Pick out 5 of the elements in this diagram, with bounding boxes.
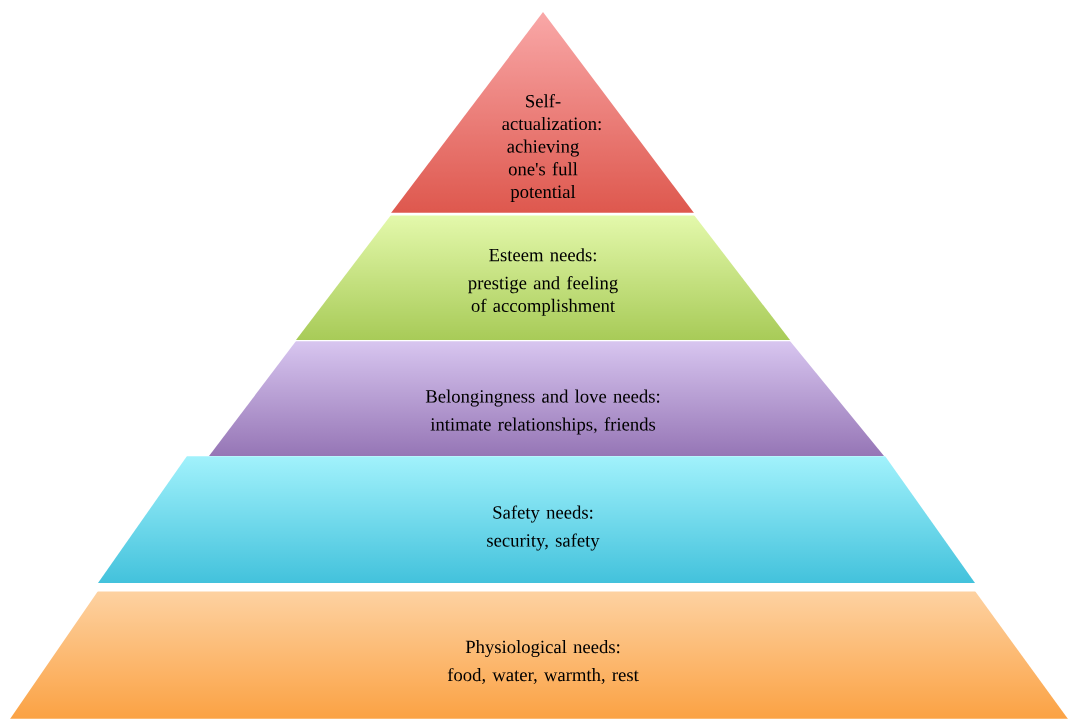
pyramid-level: Self-actualization: achieving one's full potential — [502, 94, 601, 202]
pyramid-level: Esteem needs: prestige and feeling of accomplishment — [468, 248, 618, 316]
pyramid-level: Physiological needs: food, water, warmth, rest — [447, 640, 639, 684]
pyramid-level: Safety needs: security, safety — [487, 505, 600, 551]
pyramid-level: Belongingness and love needs: intimate relationships, friends — [425, 389, 660, 435]
